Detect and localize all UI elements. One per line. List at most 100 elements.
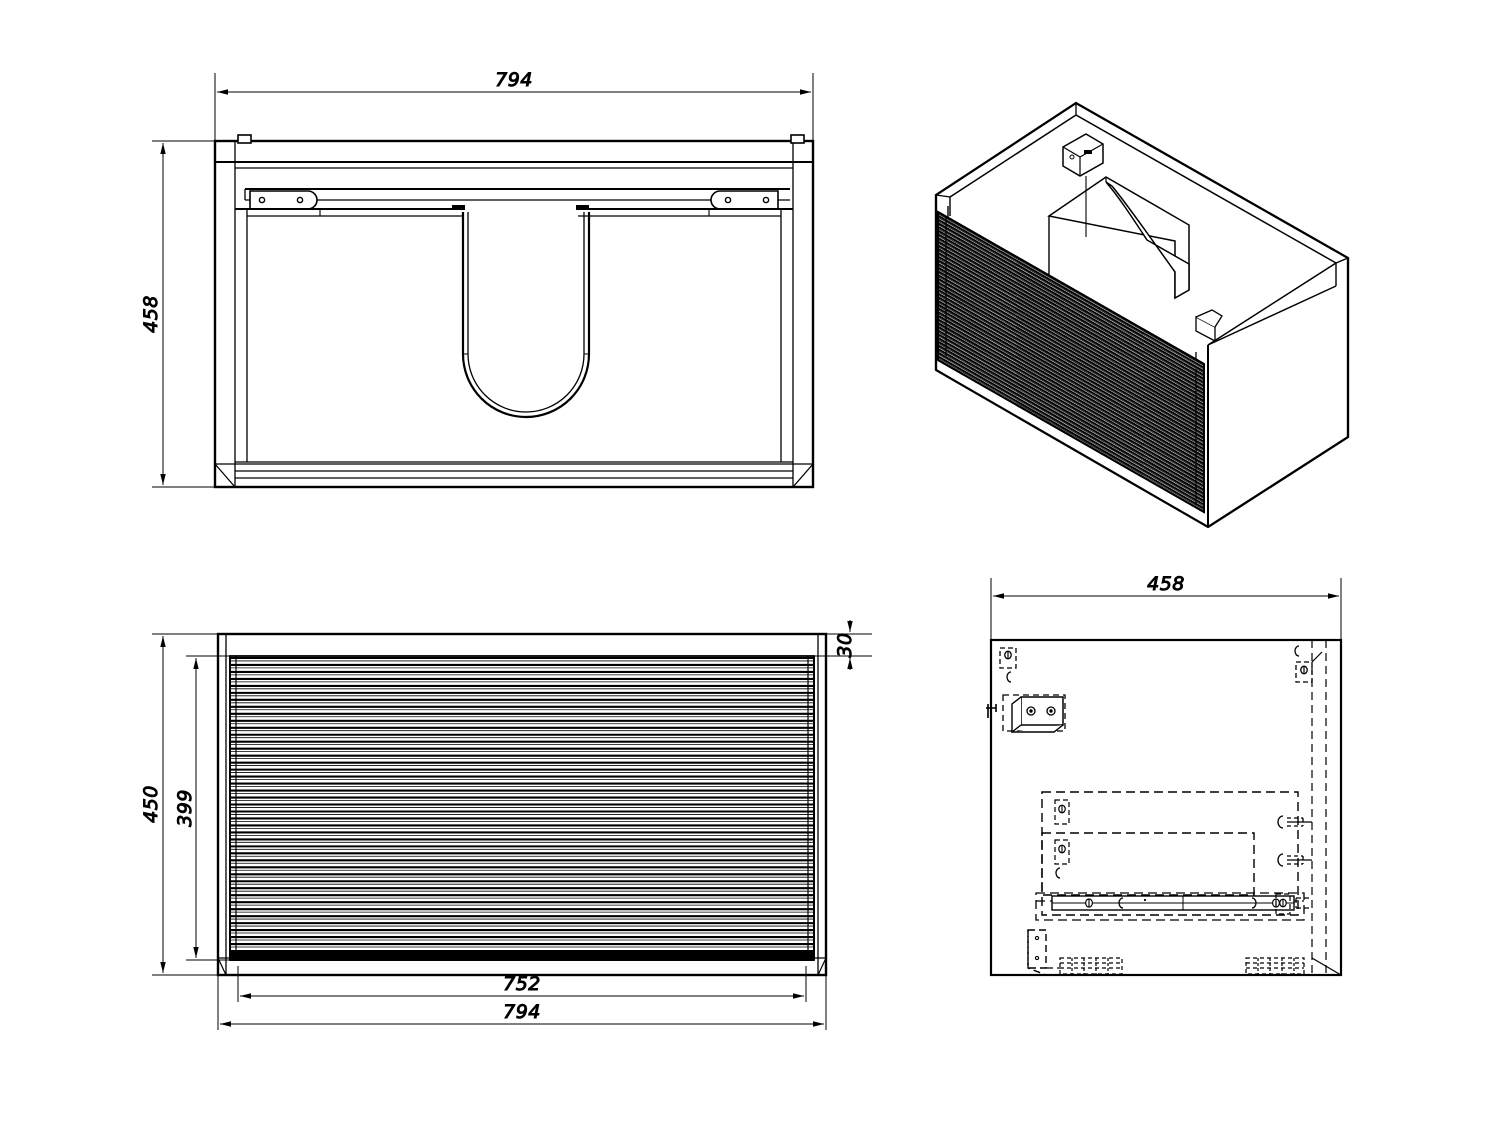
back-panel-frame <box>246 216 782 462</box>
flute-line <box>938 307 1204 462</box>
flute-line <box>938 342 1204 496</box>
flute-line <box>938 348 1204 502</box>
flute-line <box>938 237 1204 391</box>
flute-line <box>938 311 1204 465</box>
flute-line <box>938 268 1204 422</box>
flute-line <box>938 239 1204 392</box>
dimension-label-752: 752 <box>503 973 541 995</box>
flute-line <box>938 344 1204 499</box>
deck-with-cutout <box>235 205 793 419</box>
flute-line <box>938 277 1204 432</box>
dimension-458-side <box>990 578 1342 640</box>
flute-line <box>938 318 1204 473</box>
carcass-outline <box>213 139 815 489</box>
flute-line <box>938 228 1204 381</box>
flute-line <box>938 292 1204 447</box>
flute-line <box>938 314 1204 469</box>
flute-line <box>938 246 1204 400</box>
flute-line <box>938 224 1204 378</box>
flute-line <box>938 251 1204 406</box>
side-hidden-drawer-inner <box>1041 832 1255 896</box>
flute-line <box>938 335 1204 489</box>
flute-line <box>938 229 1204 384</box>
flute-line <box>938 222 1204 376</box>
flute-line <box>938 272 1204 426</box>
flute-line <box>938 309 1204 463</box>
dimension-450 <box>152 633 224 976</box>
side-cam-fitting-top-left <box>999 647 1017 683</box>
side-hidden-drawer-box <box>1041 791 1299 916</box>
flute-line <box>938 313 1204 466</box>
dimension-label-30: 30 <box>834 632 856 657</box>
flute-line <box>938 259 1204 413</box>
iso-brace <box>1105 181 1190 300</box>
flute-line <box>938 288 1204 443</box>
flute-line <box>938 254 1204 407</box>
flute-line <box>938 305 1204 459</box>
flute-line <box>938 235 1204 389</box>
side-bottom-fittings-right <box>1245 957 1305 975</box>
flute-line <box>938 294 1204 448</box>
flute-line <box>938 225 1204 380</box>
flute-line <box>938 281 1204 436</box>
flute-line <box>938 350 1204 503</box>
flute-line <box>938 265 1204 418</box>
side-outline <box>989 638 1343 977</box>
flute-line <box>938 217 1204 370</box>
side-drawer-runner <box>1051 895 1295 911</box>
flute-line <box>938 353 1204 507</box>
flute-line <box>938 276 1204 429</box>
isometric-view <box>934 101 1350 529</box>
flute-line <box>938 242 1204 396</box>
flute-line <box>938 355 1204 510</box>
flute-line <box>938 302 1204 455</box>
fluted-front-panel <box>229 655 815 961</box>
dimension-label-794-top: 794 <box>495 69 533 91</box>
flute-line <box>938 351 1204 506</box>
side-view-section: 458 <box>986 573 1343 977</box>
flute-line <box>938 257 1204 411</box>
mounting-tab-left <box>237 134 252 144</box>
flute-line <box>938 250 1204 403</box>
dimension-label-794-bottom: 794 <box>503 1001 541 1023</box>
flute-line <box>938 262 1204 417</box>
side-bottom-fittings-left <box>1059 957 1123 975</box>
side-drawer-cams <box>1054 799 1070 879</box>
flute-line <box>938 336 1204 491</box>
flute-line <box>938 298 1204 452</box>
mounting-tab-right <box>790 134 805 144</box>
flute-line <box>938 291 1204 444</box>
hanger-rail <box>244 188 790 201</box>
side-wall-bracket <box>986 694 1066 734</box>
dimension-794-bottom <box>217 966 827 1030</box>
flute-line <box>938 255 1204 410</box>
dimension-label-450: 450 <box>140 785 162 823</box>
iso-corner-bracket <box>1195 309 1223 343</box>
flute-line <box>938 214 1204 369</box>
dimension-label-458-side: 458 <box>1147 573 1185 595</box>
flute-line <box>938 270 1204 425</box>
dimension-399 <box>186 655 236 961</box>
flute-line <box>938 325 1204 480</box>
dimension-label-458-left: 458 <box>140 295 162 333</box>
flute-line <box>938 316 1204 470</box>
flute-line <box>938 218 1204 373</box>
flute-line <box>938 322 1204 476</box>
flute-line <box>938 328 1204 481</box>
flute-line <box>938 213 1204 366</box>
front-view-carcass: 794 458 <box>140 69 815 489</box>
side-hidden-rear-panel <box>1311 640 1327 975</box>
flute-line <box>938 287 1204 440</box>
side-dowel-fittings <box>1275 815 1312 915</box>
flute-line <box>938 333 1204 487</box>
flute-line <box>938 231 1204 385</box>
flute-line <box>938 320 1204 474</box>
flute-line <box>938 279 1204 433</box>
flute-line <box>938 274 1204 428</box>
top-rail <box>215 161 813 169</box>
dimension-752 <box>237 966 807 1002</box>
flute-line <box>938 248 1204 402</box>
flute-line <box>938 285 1204 439</box>
